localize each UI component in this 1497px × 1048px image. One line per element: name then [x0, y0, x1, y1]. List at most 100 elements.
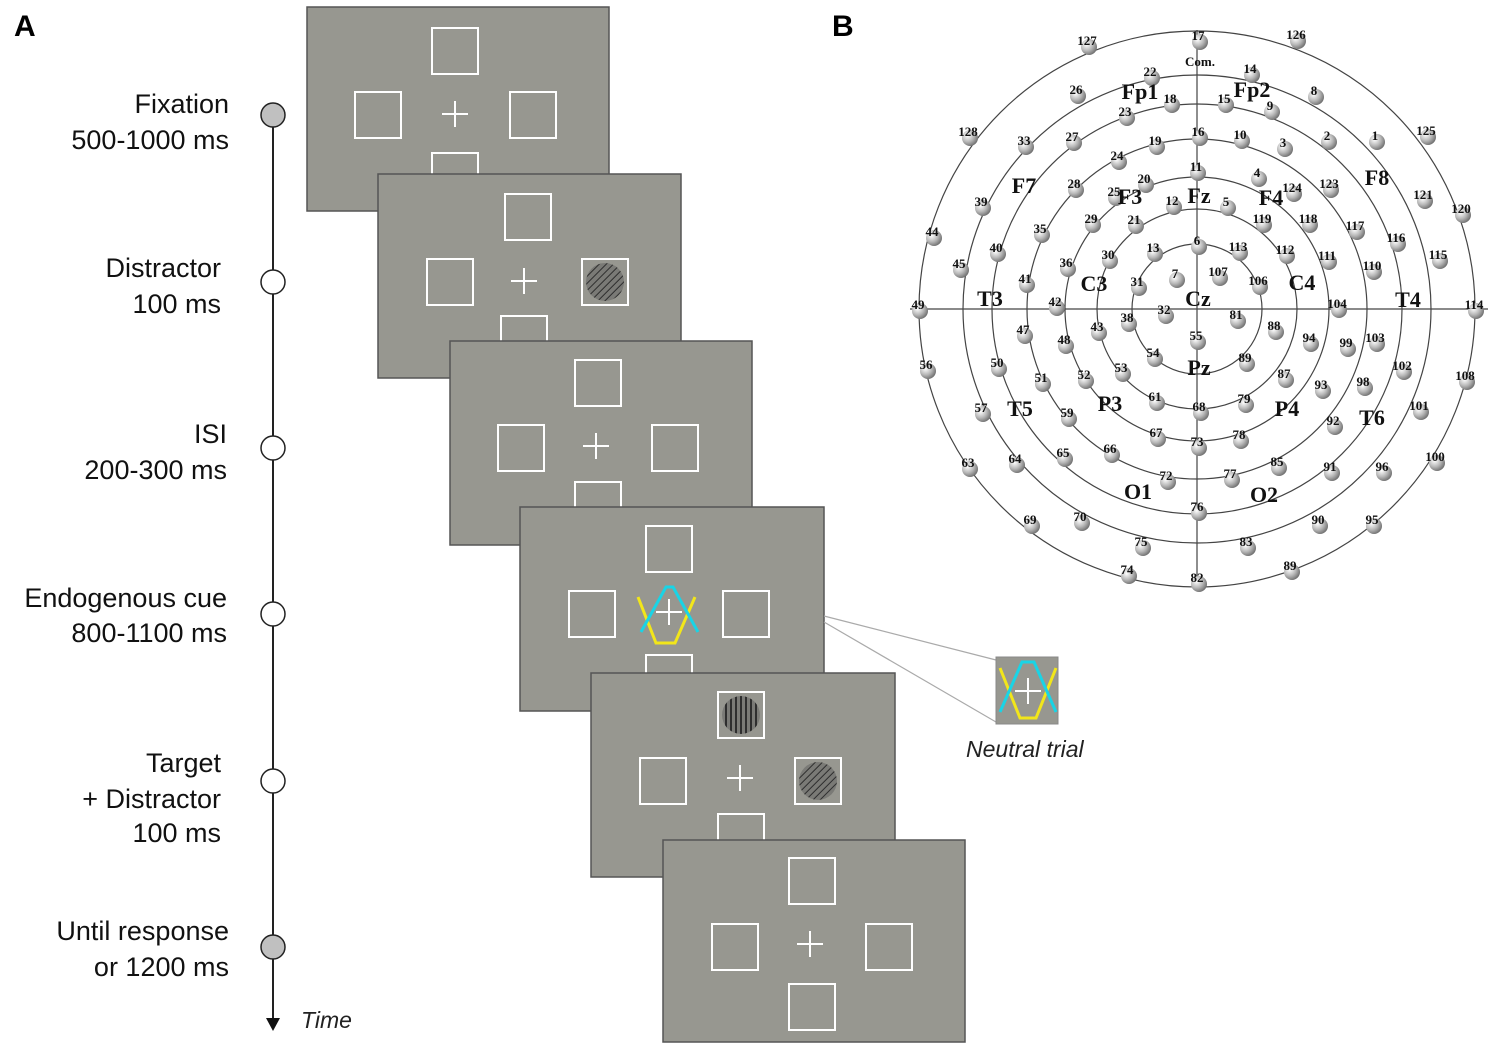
electrode-name: P4	[1275, 396, 1299, 421]
electrode-number: 21	[1128, 212, 1141, 227]
electrode-number: 90	[1312, 512, 1325, 527]
neutral-cue-icon	[998, 660, 1058, 720]
electrode-number: 82	[1191, 570, 1204, 585]
electrode-number: 25	[1108, 184, 1122, 199]
stage-fixation: Fixation 500-1000 ms	[71, 89, 286, 155]
electrode-sphere	[1321, 134, 1337, 150]
stage-label-line: Endogenous cue	[24, 583, 227, 613]
electrode-sphere	[975, 406, 991, 422]
fixation-cross-icon	[511, 268, 537, 294]
electrode-name: F3	[1118, 184, 1142, 209]
electrode-sphere	[1349, 224, 1365, 240]
placeholder-box-top	[717, 691, 765, 739]
placeholder-box-top	[645, 525, 693, 573]
electrode-sphere	[991, 361, 1007, 377]
fixation-cross-icon	[442, 101, 468, 127]
electrode-sphere	[1432, 253, 1448, 269]
electrode-number: 69	[1024, 512, 1038, 527]
electrode-sphere	[1024, 518, 1040, 534]
electrode-sphere	[1238, 397, 1254, 413]
electrode-sphere	[1111, 154, 1127, 170]
electrode-number: 36	[1060, 255, 1074, 270]
electrode-sphere	[1018, 139, 1034, 155]
electrode-number: 35	[1034, 221, 1048, 236]
electrode-number: 106	[1248, 273, 1268, 288]
electrode-sphere	[1149, 139, 1165, 155]
electrode-number: 102	[1392, 358, 1412, 373]
placeholder-box-left	[568, 590, 616, 638]
stage-marker-open	[260, 601, 286, 627]
stage-marker-filled	[260, 102, 286, 128]
electrode-sphere	[1302, 217, 1318, 233]
stage-list: Fixation 500-1000 ms Distractor 100 ms I…	[24, 89, 286, 982]
placeholder-box-right	[581, 258, 629, 306]
electrode-sphere	[1192, 130, 1208, 146]
electrode-number: 52	[1078, 367, 1091, 382]
electrode-sphere	[1369, 336, 1385, 352]
electrode-number: 76	[1191, 499, 1205, 514]
electrode-number: 114	[1465, 297, 1484, 312]
electrode-number: 89	[1239, 350, 1253, 365]
electrode-sphere	[1277, 141, 1293, 157]
stage-label-line: 200-300 ms	[84, 455, 227, 485]
timeline-arrow-icon	[266, 1018, 280, 1031]
electrode-sphere	[1191, 440, 1207, 456]
electrode-sphere	[1271, 460, 1287, 476]
electrode-sphere	[1160, 474, 1176, 490]
electrode-sphere	[1057, 451, 1073, 467]
electrode-number: 126	[1286, 27, 1306, 42]
electrode-sphere	[1244, 67, 1260, 83]
electrode-sphere	[1252, 279, 1268, 295]
placeholder-box-top	[504, 193, 552, 241]
electrode-number: 101	[1409, 398, 1429, 413]
electrode-sphere	[1190, 165, 1206, 181]
electrode-sphere	[1017, 328, 1033, 344]
electrode-name: Fp1	[1122, 79, 1159, 104]
electrode-sphere	[1058, 338, 1074, 354]
stage-endogenous-cue: Endogenous cue 800-1100 ms	[24, 583, 286, 648]
electrode-sphere	[1220, 200, 1236, 216]
electrode-number: 96	[1376, 459, 1390, 474]
electrode-number: 115	[1429, 247, 1448, 262]
electrode-sphere	[1091, 325, 1107, 341]
electrode-number: 93	[1315, 377, 1329, 392]
stage-label-line: 100 ms	[132, 289, 221, 319]
electrode-number: 10	[1234, 127, 1247, 142]
electrode-number: 57	[975, 400, 989, 415]
endogenous-cue-icon	[636, 585, 700, 645]
electrode-number: 1	[1372, 128, 1379, 143]
electrode-sphere	[1323, 182, 1339, 198]
electrode-number: 20	[1138, 171, 1151, 186]
time-label: Time	[301, 1007, 352, 1033]
electrode-number: 98	[1357, 374, 1371, 389]
electrode-sphere	[1417, 193, 1433, 209]
electrode-sphere	[1102, 253, 1118, 269]
stage-label-line: Fixation	[134, 89, 229, 119]
electrode-sphere	[1061, 411, 1077, 427]
electrode-number: 88	[1268, 318, 1282, 333]
electrode-sphere	[1468, 303, 1484, 319]
electrode-sphere	[1284, 564, 1300, 580]
electrode-sphere	[1429, 455, 1445, 471]
electrode-sphere	[1256, 217, 1272, 233]
placeholder-box-left	[639, 757, 687, 805]
electrode-number: 8	[1311, 83, 1318, 98]
electrode-sphere	[1312, 518, 1328, 534]
electrode-sphere	[1144, 70, 1160, 86]
electrode-sphere	[1251, 171, 1267, 187]
electrode-name: C3	[1081, 271, 1108, 296]
distractor-grating-icon	[799, 762, 837, 800]
electrode-sphere	[1321, 254, 1337, 270]
electrode-sphere	[1191, 505, 1207, 521]
electrode-name: F7	[1012, 173, 1036, 198]
electrode-sphere	[1190, 334, 1206, 350]
electrode-number: 16	[1192, 124, 1206, 139]
common-reference-label: Com.	[1185, 54, 1215, 69]
electrode-number: 87	[1278, 366, 1292, 381]
electrode-number: 99	[1340, 335, 1354, 350]
electrode-number: 27	[1066, 129, 1080, 144]
electrode-sphere	[1193, 405, 1209, 421]
electrode-number: 107	[1208, 264, 1228, 279]
electrode-number: 54	[1147, 345, 1161, 360]
electrode-number: 5	[1223, 194, 1230, 209]
